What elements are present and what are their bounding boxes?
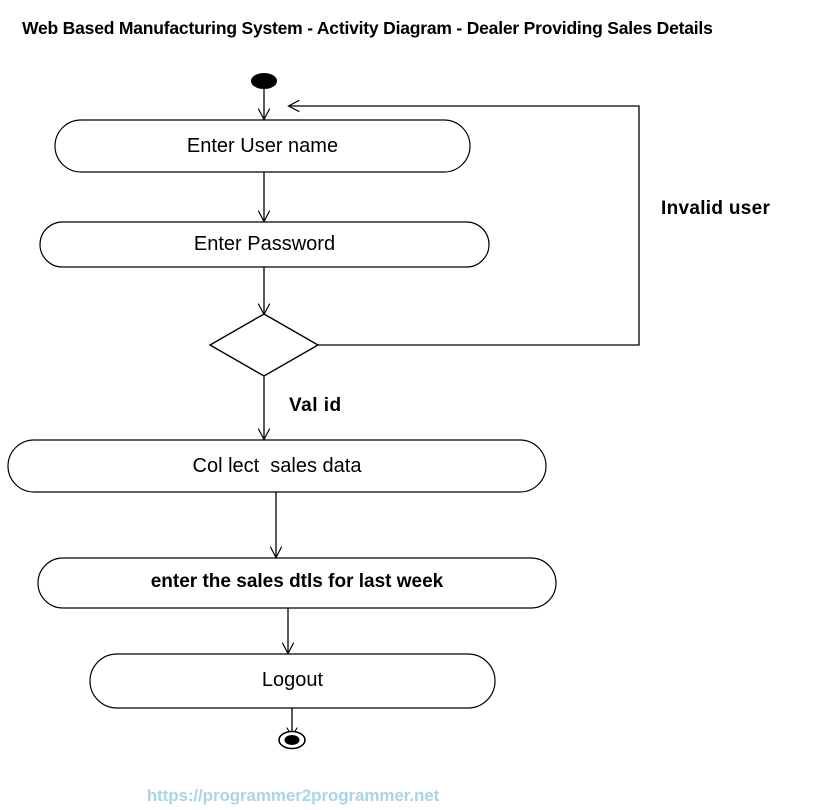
final-node: [278, 730, 306, 750]
edge-invalid-user-loop: [287, 99, 640, 346]
action-node-logout[interactable]: [89, 653, 496, 709]
page-title: Web Based Manufacturing System - Activit…: [22, 18, 713, 38]
edge-start-to-username: [257, 88, 271, 121]
edge-password-to-decision: [257, 267, 271, 316]
footer-watermark-url[interactable]: https://programmer2programmer.net: [146, 786, 440, 805]
edge-label-valid: Val id: [289, 395, 342, 416]
edge-label-invalid: Invalid user: [661, 198, 771, 219]
edge-enter-details-to-logout: [281, 608, 295, 655]
edge-valid-to-collect: [257, 376, 271, 441]
edge-username-to-password: [257, 172, 271, 223]
action-node-enter-user-name[interactable]: [54, 119, 471, 173]
decision-node-validate[interactable]: [208, 313, 320, 377]
initial-node: [251, 73, 277, 89]
action-node-enter-password[interactable]: [39, 221, 490, 268]
edge-collect-to-enter-details: [269, 492, 283, 559]
action-node-enter-sales-details[interactable]: [37, 557, 557, 609]
action-node-collect-sales-data[interactable]: [7, 439, 547, 493]
